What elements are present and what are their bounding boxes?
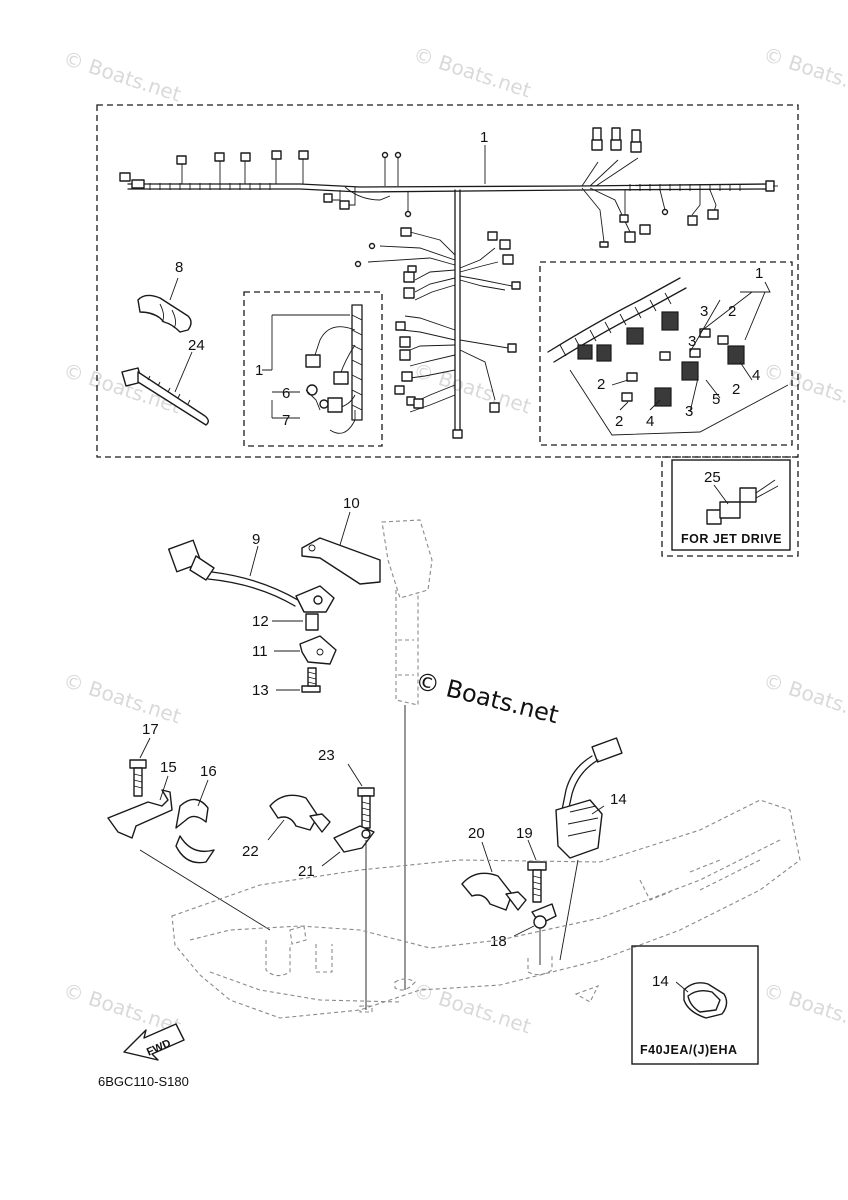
callout-18: 18 xyxy=(490,933,507,950)
cable-tie-24: 24 xyxy=(121,337,209,426)
watermark-center: © Boats.net xyxy=(413,667,562,730)
steering-shaft-ghost xyxy=(381,519,433,990)
callout-16: 16 xyxy=(200,763,217,780)
model-label: F40JEA/(J)EHA xyxy=(640,1043,738,1057)
bracket-15: 15 xyxy=(107,759,177,839)
watermark: © Boats.net xyxy=(760,978,848,1039)
watermark: © Boats.net xyxy=(760,42,848,103)
diagram-code: 6BGC110-S180 xyxy=(98,1074,189,1089)
callout-1: 1 xyxy=(480,129,488,146)
forward-arrow-icon: FWD xyxy=(123,1023,185,1061)
bracket-10: 10 xyxy=(301,495,381,585)
callout-14: 14 xyxy=(610,791,627,808)
callout-11: 11 xyxy=(252,643,268,660)
watermark: © Boats.net xyxy=(410,358,534,419)
callout-25: 25 xyxy=(704,469,721,486)
callout-7: 7 xyxy=(282,412,290,429)
bolt-19: 19 xyxy=(516,825,547,903)
callout-14-box: 14 xyxy=(652,973,669,990)
model-variant-box: 14 F40JEA/(J)EHA xyxy=(631,945,759,1065)
callout-3: 3 xyxy=(688,333,696,350)
jet-drive-box: 25 FOR JET DRIVE xyxy=(661,456,799,557)
watermark: © Boats.net xyxy=(760,358,848,419)
callout-2: 2 xyxy=(728,303,736,320)
plate-21: 21 xyxy=(298,825,375,880)
watermark: © Boats.net xyxy=(60,358,184,419)
jet-drive-label: FOR JET DRIVE xyxy=(681,532,782,546)
callout-22: 22 xyxy=(242,843,259,860)
washer-18: 18 xyxy=(490,903,557,965)
clamp-8: 8 xyxy=(137,259,192,333)
callout-2: 2 xyxy=(615,413,623,430)
watermark: © Boats.net xyxy=(60,668,184,729)
bolt-13: 13 xyxy=(252,667,321,699)
leader-line xyxy=(139,849,271,931)
watermark: © Boats.net xyxy=(60,46,184,107)
callout-24: 24 xyxy=(188,337,205,354)
watermark: © Boats.net xyxy=(410,42,534,103)
bolt-17: 17 xyxy=(129,721,159,797)
clip-16: 16 xyxy=(175,763,217,864)
clamp-22: 22 xyxy=(242,794,331,860)
bottom-cowling-ghost xyxy=(171,799,801,1019)
callout-17: 17 xyxy=(142,721,159,738)
callout-20: 20 xyxy=(468,825,485,842)
callout-19: 19 xyxy=(516,825,533,842)
collar-12: 12 xyxy=(252,613,319,631)
callout-23: 23 xyxy=(318,747,335,764)
callout-1-right: 1 xyxy=(755,265,763,282)
callout-21: 21 xyxy=(298,863,315,880)
callout-3: 3 xyxy=(685,403,693,420)
callout-4: 4 xyxy=(646,413,654,430)
watermark: © Boats.net xyxy=(760,668,848,729)
bolt-23: 23 xyxy=(318,747,375,829)
callout-10: 10 xyxy=(343,495,360,512)
callout-3: 3 xyxy=(700,303,708,320)
callout-2: 2 xyxy=(732,381,740,398)
sub-assembly-connectors: 1 2 3 3 2 2 2 4 5 3 4 xyxy=(539,261,793,446)
callout-12: 12 xyxy=(252,613,269,630)
sub-assembly-6-7: 1 6 7 xyxy=(243,291,383,447)
wire-harness-main: 1 xyxy=(119,127,778,439)
callout-1-sub: 1 xyxy=(255,362,263,379)
plate-11: 11 xyxy=(252,635,337,665)
clamp-20: 20 xyxy=(461,825,527,911)
callout-6: 6 xyxy=(282,385,290,402)
connector-14: 14 xyxy=(555,737,627,961)
callout-8: 8 xyxy=(175,259,183,276)
lead-9: 9 xyxy=(167,531,335,613)
callout-13: 13 xyxy=(252,682,269,699)
callout-9: 9 xyxy=(252,531,260,548)
callout-5: 5 xyxy=(712,391,720,408)
callout-4: 4 xyxy=(752,367,760,384)
callout-15: 15 xyxy=(160,759,177,776)
callout-2: 2 xyxy=(597,376,605,393)
